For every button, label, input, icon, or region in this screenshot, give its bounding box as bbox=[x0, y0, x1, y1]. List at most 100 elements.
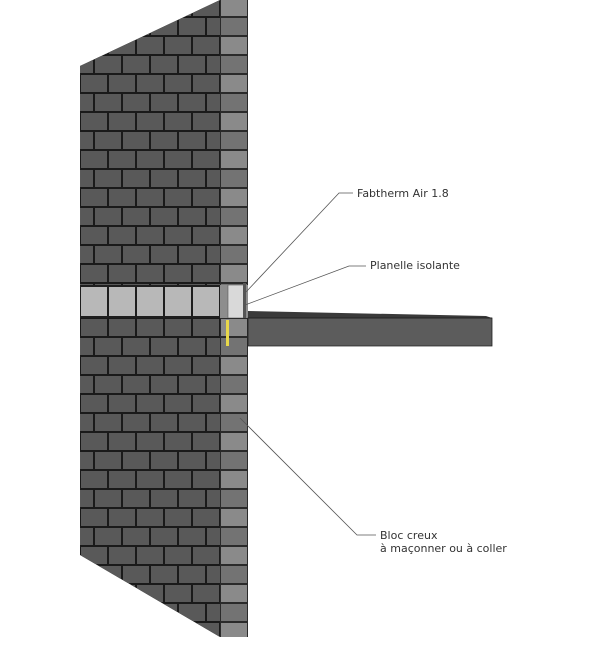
block bbox=[165, 395, 191, 412]
block bbox=[123, 528, 149, 545]
block bbox=[67, 642, 93, 659]
block bbox=[95, 566, 121, 583]
block-side bbox=[221, 414, 247, 431]
label-planelle: Planelle isolante bbox=[370, 259, 460, 272]
block bbox=[193, 0, 219, 16]
block bbox=[179, 604, 205, 621]
block bbox=[137, 151, 163, 168]
block bbox=[193, 547, 219, 564]
block bbox=[95, 170, 121, 187]
block bbox=[137, 357, 163, 374]
block bbox=[81, 623, 107, 637]
block-side bbox=[221, 547, 247, 564]
block bbox=[80, 246, 93, 263]
block bbox=[193, 189, 219, 206]
block bbox=[207, 376, 220, 393]
block bbox=[95, 490, 121, 507]
block bbox=[80, 338, 93, 355]
block bbox=[179, 94, 205, 111]
block bbox=[137, 623, 163, 637]
block bbox=[95, 452, 121, 469]
block bbox=[80, 56, 93, 73]
block bbox=[137, 509, 163, 526]
block bbox=[165, 585, 191, 602]
block bbox=[193, 265, 219, 282]
block bbox=[137, 189, 163, 206]
block bbox=[179, 18, 205, 35]
block-side bbox=[221, 490, 247, 507]
block bbox=[123, 376, 149, 393]
block-side bbox=[221, 189, 247, 206]
block bbox=[137, 0, 163, 16]
block bbox=[207, 528, 220, 545]
block-side bbox=[221, 75, 247, 92]
block bbox=[80, 528, 93, 545]
block bbox=[179, 284, 205, 285]
block bbox=[95, 132, 121, 149]
block bbox=[193, 509, 219, 526]
block bbox=[151, 284, 177, 285]
block bbox=[207, 208, 220, 225]
block bbox=[179, 208, 205, 225]
block-side bbox=[221, 0, 247, 16]
leader-lines bbox=[239, 192, 376, 536]
block bbox=[193, 357, 219, 374]
block bbox=[123, 170, 149, 187]
insulation-cell bbox=[109, 287, 135, 316]
block bbox=[207, 284, 220, 285]
block bbox=[179, 642, 205, 659]
slab-top bbox=[248, 311, 492, 318]
block-side bbox=[221, 56, 247, 73]
block-side bbox=[221, 604, 247, 621]
upper-block-wall-side bbox=[220, 0, 248, 285]
block-side bbox=[221, 566, 247, 583]
block bbox=[80, 490, 93, 507]
block bbox=[137, 227, 163, 244]
block bbox=[193, 433, 219, 450]
block bbox=[81, 227, 107, 244]
block bbox=[151, 604, 177, 621]
block bbox=[179, 566, 205, 583]
block bbox=[151, 642, 177, 659]
block bbox=[80, 132, 93, 149]
insulation-strip bbox=[226, 320, 229, 346]
block bbox=[80, 604, 93, 621]
block bbox=[81, 357, 107, 374]
block bbox=[207, 246, 220, 263]
block-side bbox=[221, 509, 247, 526]
block bbox=[95, 414, 121, 431]
block bbox=[137, 471, 163, 488]
block bbox=[193, 585, 219, 602]
block bbox=[193, 151, 219, 168]
block bbox=[123, 604, 149, 621]
block-side bbox=[221, 132, 247, 149]
block bbox=[109, 265, 135, 282]
insulation-cell bbox=[193, 287, 219, 316]
block bbox=[137, 37, 163, 54]
block bbox=[207, 18, 220, 35]
block-side bbox=[221, 395, 247, 412]
block-side bbox=[221, 319, 247, 336]
block bbox=[80, 376, 93, 393]
block bbox=[109, 509, 135, 526]
block bbox=[179, 490, 205, 507]
block bbox=[151, 528, 177, 545]
block-side bbox=[221, 227, 247, 244]
block bbox=[95, 642, 121, 659]
leader-planelle bbox=[244, 265, 366, 306]
block bbox=[123, 490, 149, 507]
block bbox=[80, 94, 93, 111]
block bbox=[123, 132, 149, 149]
block bbox=[151, 414, 177, 431]
block bbox=[165, 319, 191, 336]
block bbox=[207, 170, 220, 187]
block bbox=[193, 113, 219, 130]
slab-front-face bbox=[247, 317, 493, 347]
block bbox=[81, 547, 107, 564]
block-side bbox=[221, 94, 247, 111]
block bbox=[109, 0, 135, 16]
block bbox=[151, 338, 177, 355]
block bbox=[123, 284, 149, 285]
block bbox=[81, 189, 107, 206]
block bbox=[123, 208, 149, 225]
